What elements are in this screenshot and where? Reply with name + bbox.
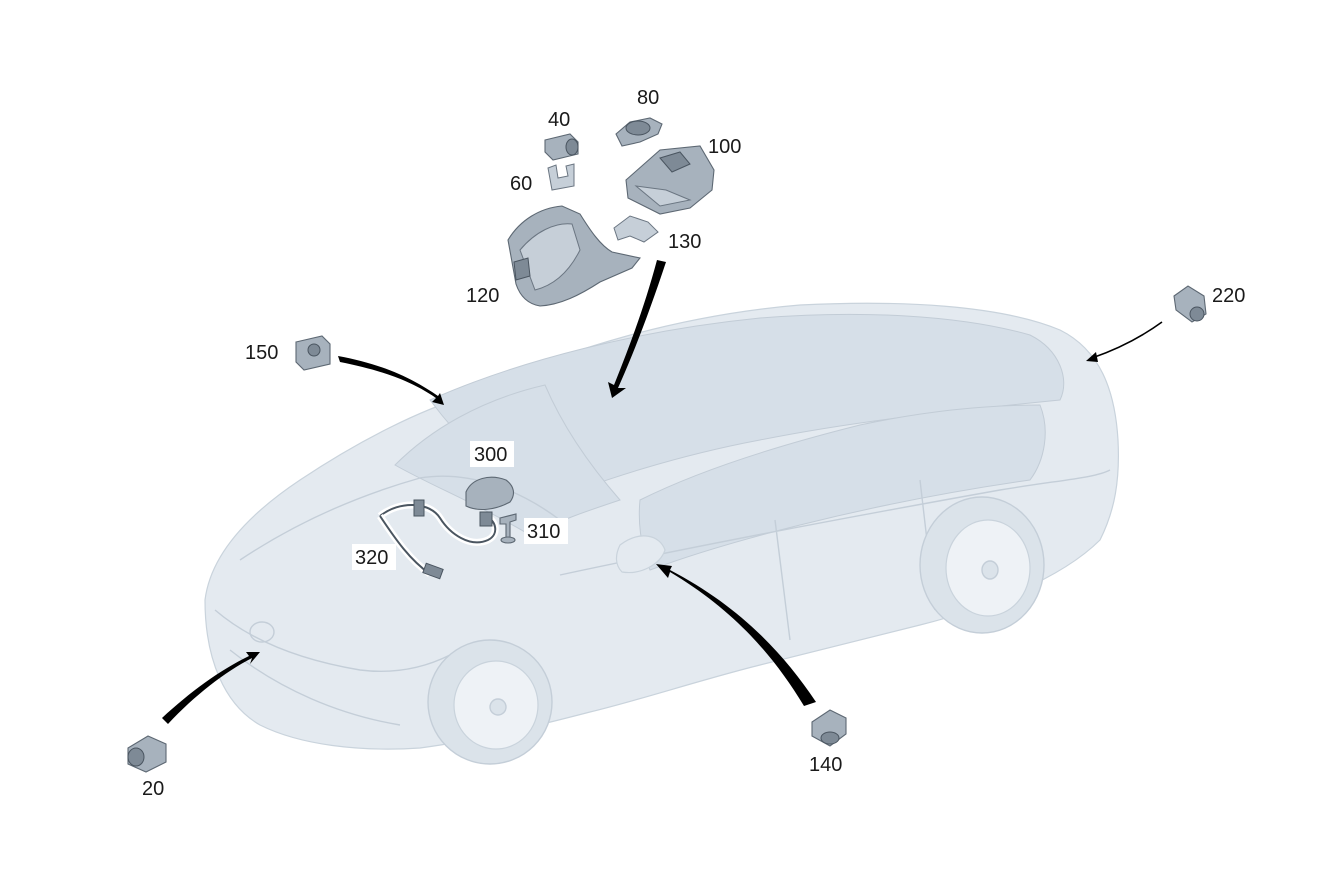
callout-80: 80 <box>637 87 659 109</box>
part-20-camera <box>127 735 167 773</box>
part-300-cover <box>465 476 515 511</box>
callout-140: 140 <box>809 754 842 776</box>
leader-140 <box>656 564 816 706</box>
part-320-harness <box>377 499 499 580</box>
part-80-sensor <box>615 117 663 147</box>
front-wheel <box>427 639 553 765</box>
callout-220: 220 <box>1212 285 1245 307</box>
part-220-sensor <box>1173 285 1207 323</box>
callout-120: 120 <box>466 285 499 307</box>
leader-220 <box>1091 321 1163 359</box>
callout-300: 300 <box>474 444 507 466</box>
part-60-bracket <box>547 163 575 191</box>
part-100-camera-module <box>625 145 715 215</box>
callout-310: 310 <box>527 521 560 543</box>
callout-40: 40 <box>548 109 570 131</box>
car-illustration <box>204 302 1119 765</box>
callout-60: 60 <box>510 173 532 195</box>
part-150-sensor <box>295 335 331 371</box>
rear-wheel <box>919 496 1045 634</box>
callout-20: 20 <box>142 778 164 800</box>
part-140-camera <box>811 709 847 747</box>
leader-20 <box>162 652 260 724</box>
callout-labels: 40 60 80 100 120 130 150 220 300 310 320… <box>142 87 1245 800</box>
side-mirror <box>615 535 666 574</box>
callout-320: 320 <box>355 547 388 569</box>
car-side-window <box>638 404 1046 571</box>
callout-100: 100 <box>708 136 741 158</box>
callout-130: 130 <box>668 231 701 253</box>
leader-130 <box>608 260 666 398</box>
part-120-cover <box>507 205 641 307</box>
leader-arrows <box>162 260 1163 724</box>
part-130-bracket <box>613 215 659 243</box>
callout-150: 150 <box>245 342 278 364</box>
part-310-screw <box>499 513 517 544</box>
part-40-sensor <box>544 133 579 161</box>
leader-150 <box>338 356 444 405</box>
